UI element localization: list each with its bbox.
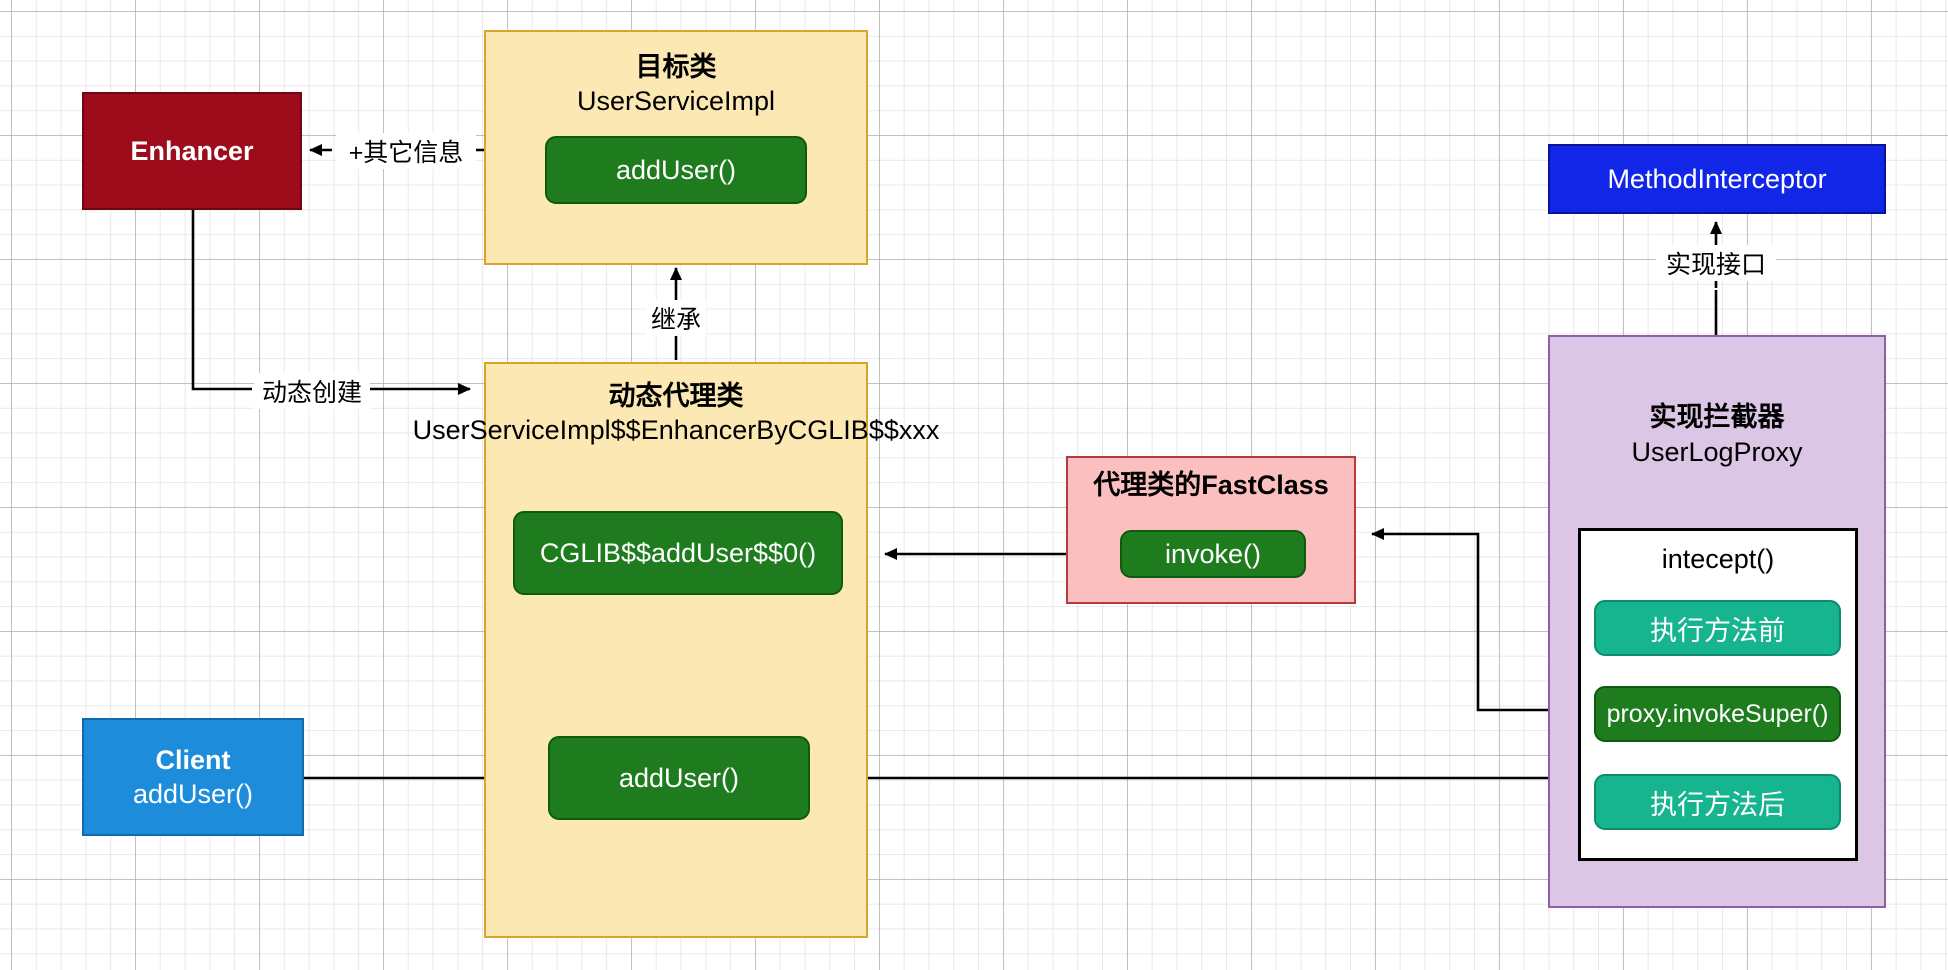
proxy-class-method-cglib-label: CGLIB$$addUser$$0() bbox=[539, 537, 817, 568]
proxy-class-method-cglib-adduser[interactable]: CGLIB$$addUser$$0() bbox=[513, 511, 843, 595]
intercept-step-before-label: 执行方法前 bbox=[1650, 615, 1785, 646]
client-subtitle: addUser() bbox=[132, 779, 254, 809]
interceptor-impl-subtitle: UserLogProxy bbox=[1631, 437, 1803, 467]
edge-label-implements-interface: 实现接口 bbox=[1656, 245, 1776, 281]
target-class-method-adduser[interactable]: addUser() bbox=[545, 136, 807, 204]
intercept-step-invokesuper-label: proxy.invokeSuper() bbox=[1606, 699, 1829, 728]
proxy-class-method-adduser[interactable]: addUser() bbox=[548, 736, 810, 820]
edge-label-other-info: +其它信息 bbox=[336, 133, 476, 169]
enhancer-label: Enhancer bbox=[130, 135, 254, 166]
node-proxy-class[interactable]: 动态代理类 bbox=[484, 362, 868, 938]
interceptor-impl-title: 实现拦截器 bbox=[1649, 402, 1785, 432]
fastclass-method-label: invoke() bbox=[1164, 538, 1262, 569]
edge-label-dynamic-create: 动态创建 bbox=[254, 373, 370, 409]
edge-dynamic-create bbox=[191, 209, 471, 395]
proxy-class-subtitle: UserServiceImpl$$EnhancerByCGLIB$$xxx bbox=[412, 415, 940, 445]
intercept-box-label: intecept() bbox=[1661, 544, 1775, 574]
fastclass-title: 代理类的FastClass bbox=[1093, 470, 1329, 500]
target-class-title: 目标类 bbox=[635, 52, 717, 82]
proxy-class-method-adduser-label: addUser() bbox=[618, 762, 740, 793]
target-class-method-label: addUser() bbox=[615, 154, 737, 185]
node-enhancer[interactable]: Enhancer bbox=[82, 92, 302, 210]
intercept-step-before[interactable]: 执行方法前 bbox=[1594, 600, 1841, 656]
node-method-interceptor[interactable]: MethodInterceptor bbox=[1548, 144, 1886, 214]
node-fastclass[interactable]: 代理类的FastClass bbox=[1066, 456, 1356, 604]
intercept-step-invokesuper[interactable]: proxy.invokeSuper() bbox=[1594, 686, 1841, 742]
fastclass-method-invoke[interactable]: invoke() bbox=[1120, 530, 1306, 578]
intercept-step-after-label: 执行方法后 bbox=[1650, 789, 1785, 820]
node-client[interactable]: Client addUser() bbox=[82, 718, 304, 836]
client-title: Client bbox=[155, 745, 231, 775]
target-class-subtitle: UserServiceImpl bbox=[576, 86, 776, 116]
edge-label-inherit: 继承 bbox=[646, 300, 706, 336]
proxy-class-title: 动态代理类 bbox=[608, 381, 744, 411]
method-interceptor-label: MethodInterceptor bbox=[1607, 163, 1827, 194]
intercept-step-after[interactable]: 执行方法后 bbox=[1594, 774, 1841, 830]
